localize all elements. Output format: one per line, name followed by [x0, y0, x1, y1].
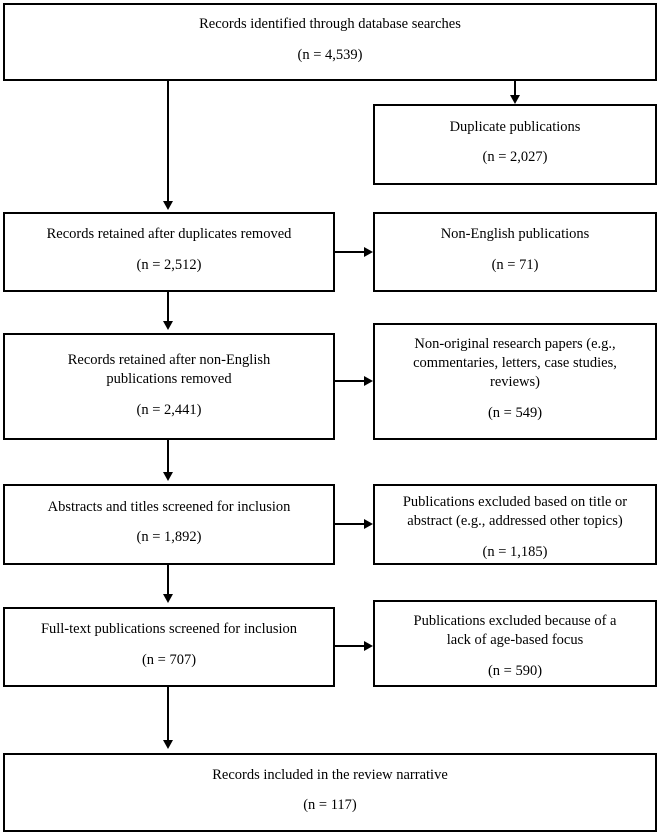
- node-records-identified-count: (n = 4,539): [297, 46, 363, 63]
- node-fulltext-screened: Full-text publications screened for incl…: [3, 607, 335, 687]
- node-records-identified: Records identified through database sear…: [3, 3, 657, 81]
- node-non-english-publications-count: (n = 71): [491, 256, 539, 273]
- node-records-included: Records included in the review narrative…: [3, 753, 657, 832]
- node-abstracts-titles-screened-label: Abstracts and titles screened for inclus…: [47, 498, 291, 515]
- connector-abstracts-to-excluded-arrow: [364, 518, 373, 529]
- node-fulltext-screened-label: Full-text publications screened for incl…: [40, 621, 298, 638]
- node-records-after-duplicates-label: Records retained after duplicates remove…: [46, 226, 292, 243]
- node-excluded-title-abstract: Publications excluded based on title or …: [373, 484, 657, 565]
- node-excluded-title-abstract-count: (n = 1,185): [482, 543, 548, 560]
- node-excluded-title-abstract-label: Publications excluded based on title or …: [402, 494, 628, 530]
- connector-identified-to-duplicates-arrow: [509, 95, 520, 104]
- node-non-original-research-papers: Non-original research papers (e.g., comm…: [373, 323, 657, 440]
- node-records-after-non-english: Records retained after non-English publi…: [3, 333, 335, 440]
- connector-abstracts-to-fulltext-arrow: [162, 594, 173, 603]
- connector-after-non-english-to-non-original-line: [335, 380, 365, 382]
- connector-identified-to-duplicates-line: [514, 81, 516, 97]
- node-non-english-publications: Non-English publications (n = 71): [373, 212, 657, 292]
- node-records-after-duplicates-count: (n = 2,512): [136, 256, 202, 273]
- connector-after-non-english-to-non-original-arrow: [364, 375, 373, 386]
- connector-after-duplicates-to-non-english-line: [335, 251, 365, 253]
- connector-after-non-english-to-abstracts-line: [167, 440, 169, 474]
- node-abstracts-titles-screened: Abstracts and titles screened for inclus…: [3, 484, 335, 565]
- connector-fulltext-to-excluded-age-arrow: [364, 640, 373, 651]
- connector-fulltext-to-included-arrow: [162, 740, 173, 749]
- node-duplicate-publications: Duplicate publications (n = 2,027): [373, 104, 657, 185]
- connector-identified-to-after-duplicates-line: [167, 81, 169, 203]
- node-duplicate-publications-count: (n = 2,027): [482, 149, 548, 166]
- node-records-after-duplicates: Records retained after duplicates remove…: [3, 212, 335, 292]
- node-records-after-non-english-count: (n = 2,441): [136, 401, 202, 418]
- node-excluded-age-focus: Publications excluded because of a lack …: [373, 600, 657, 687]
- node-records-after-non-english-label: Records retained after non-English publi…: [67, 352, 271, 388]
- connector-identified-to-after-duplicates-arrow: [162, 201, 173, 210]
- node-records-included-count: (n = 117): [303, 797, 357, 814]
- node-fulltext-screened-count: (n = 707): [141, 651, 197, 668]
- connector-after-duplicates-to-non-english-arrow: [364, 246, 373, 257]
- connector-fulltext-to-included-line: [167, 687, 169, 742]
- connector-after-non-english-to-abstracts-arrow: [162, 472, 173, 481]
- connector-abstracts-to-excluded-line: [335, 523, 365, 525]
- connector-fulltext-to-excluded-age-line: [335, 645, 365, 647]
- connector-after-duplicates-to-after-non-english-line: [167, 292, 169, 323]
- connector-abstracts-to-fulltext-line: [167, 565, 169, 596]
- node-records-included-label: Records included in the review narrative: [212, 766, 448, 783]
- node-non-original-research-papers-label: Non-original research papers (e.g., comm…: [413, 336, 617, 391]
- node-non-english-publications-label: Non-English publications: [440, 226, 590, 243]
- node-records-identified-label: Records identified through database sear…: [199, 16, 461, 33]
- node-duplicate-publications-label: Duplicate publications: [449, 118, 581, 135]
- connector-after-duplicates-to-after-non-english-arrow: [162, 321, 173, 330]
- node-non-original-research-papers-count: (n = 549): [487, 404, 543, 421]
- node-excluded-age-focus-count: (n = 590): [487, 662, 543, 679]
- node-abstracts-titles-screened-count: (n = 1,892): [136, 529, 202, 546]
- node-excluded-age-focus-label: Publications excluded because of a lack …: [413, 613, 617, 649]
